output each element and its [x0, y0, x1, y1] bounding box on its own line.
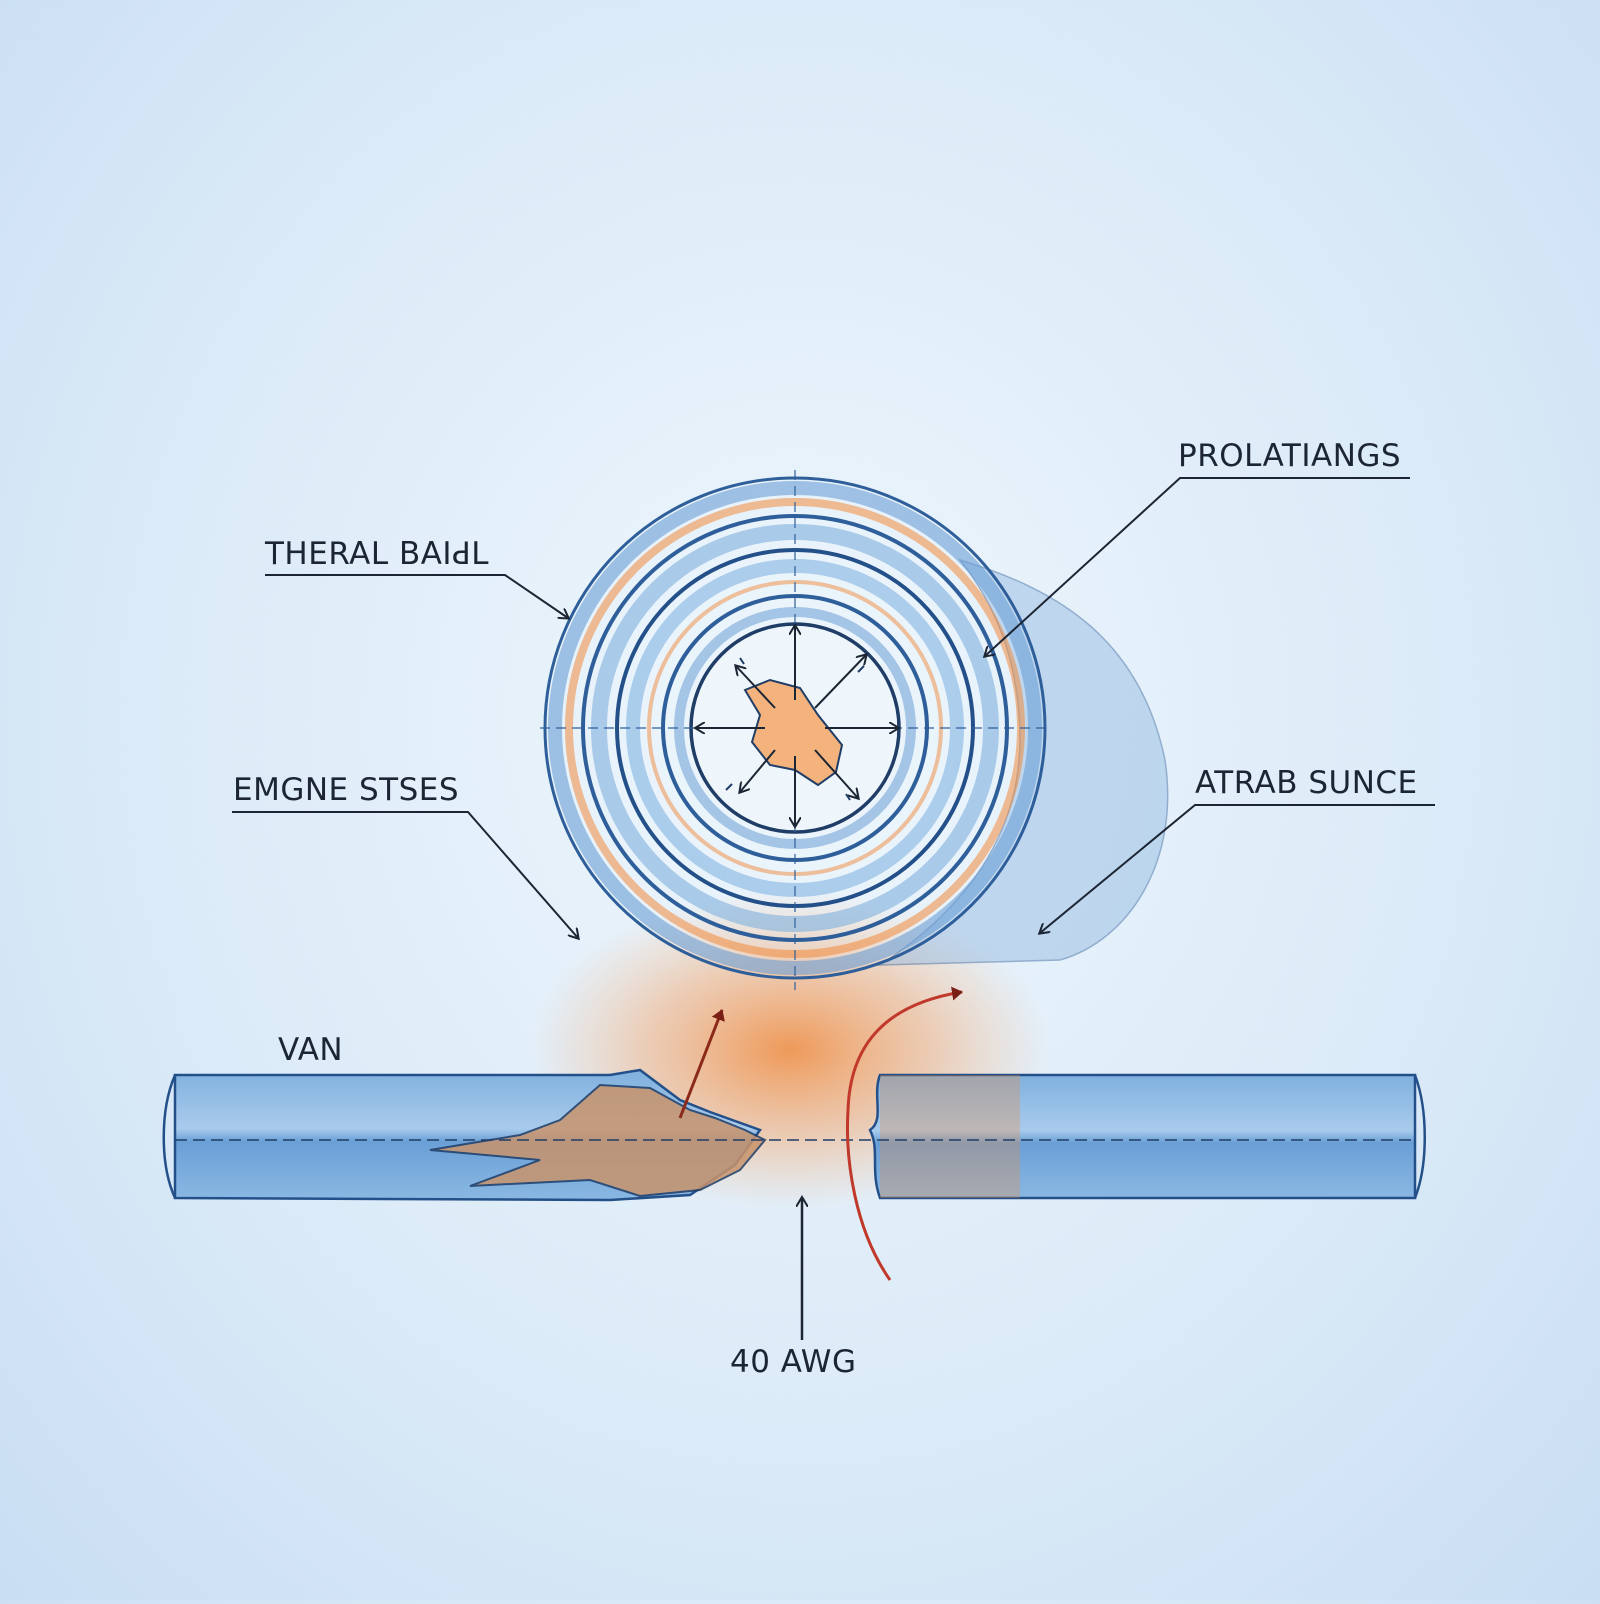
cable-right-end	[1413, 1074, 1426, 1199]
heat-arrow-left	[678, 1009, 725, 1119]
label-atrab-sunce: ATRAB SUNCE	[1195, 765, 1418, 801]
label-gauge: 40 AWG	[730, 1344, 857, 1380]
cable-right	[868, 1073, 1417, 1200]
cable-right-heat	[880, 1075, 1020, 1198]
label-prolatiangs: PROLATIANGS	[1178, 438, 1401, 474]
cable-left-end	[162, 1074, 177, 1199]
leader-lines	[232, 477, 1435, 938]
label-theral-baiql: THERAL BAIꓒL	[264, 536, 489, 572]
label-emgne-stses: EMGNE STSES	[233, 772, 459, 808]
heat-arrow-right	[846, 986, 963, 1281]
core-radial-arrows	[696, 626, 898, 826]
label-van: VAN	[278, 1032, 343, 1068]
